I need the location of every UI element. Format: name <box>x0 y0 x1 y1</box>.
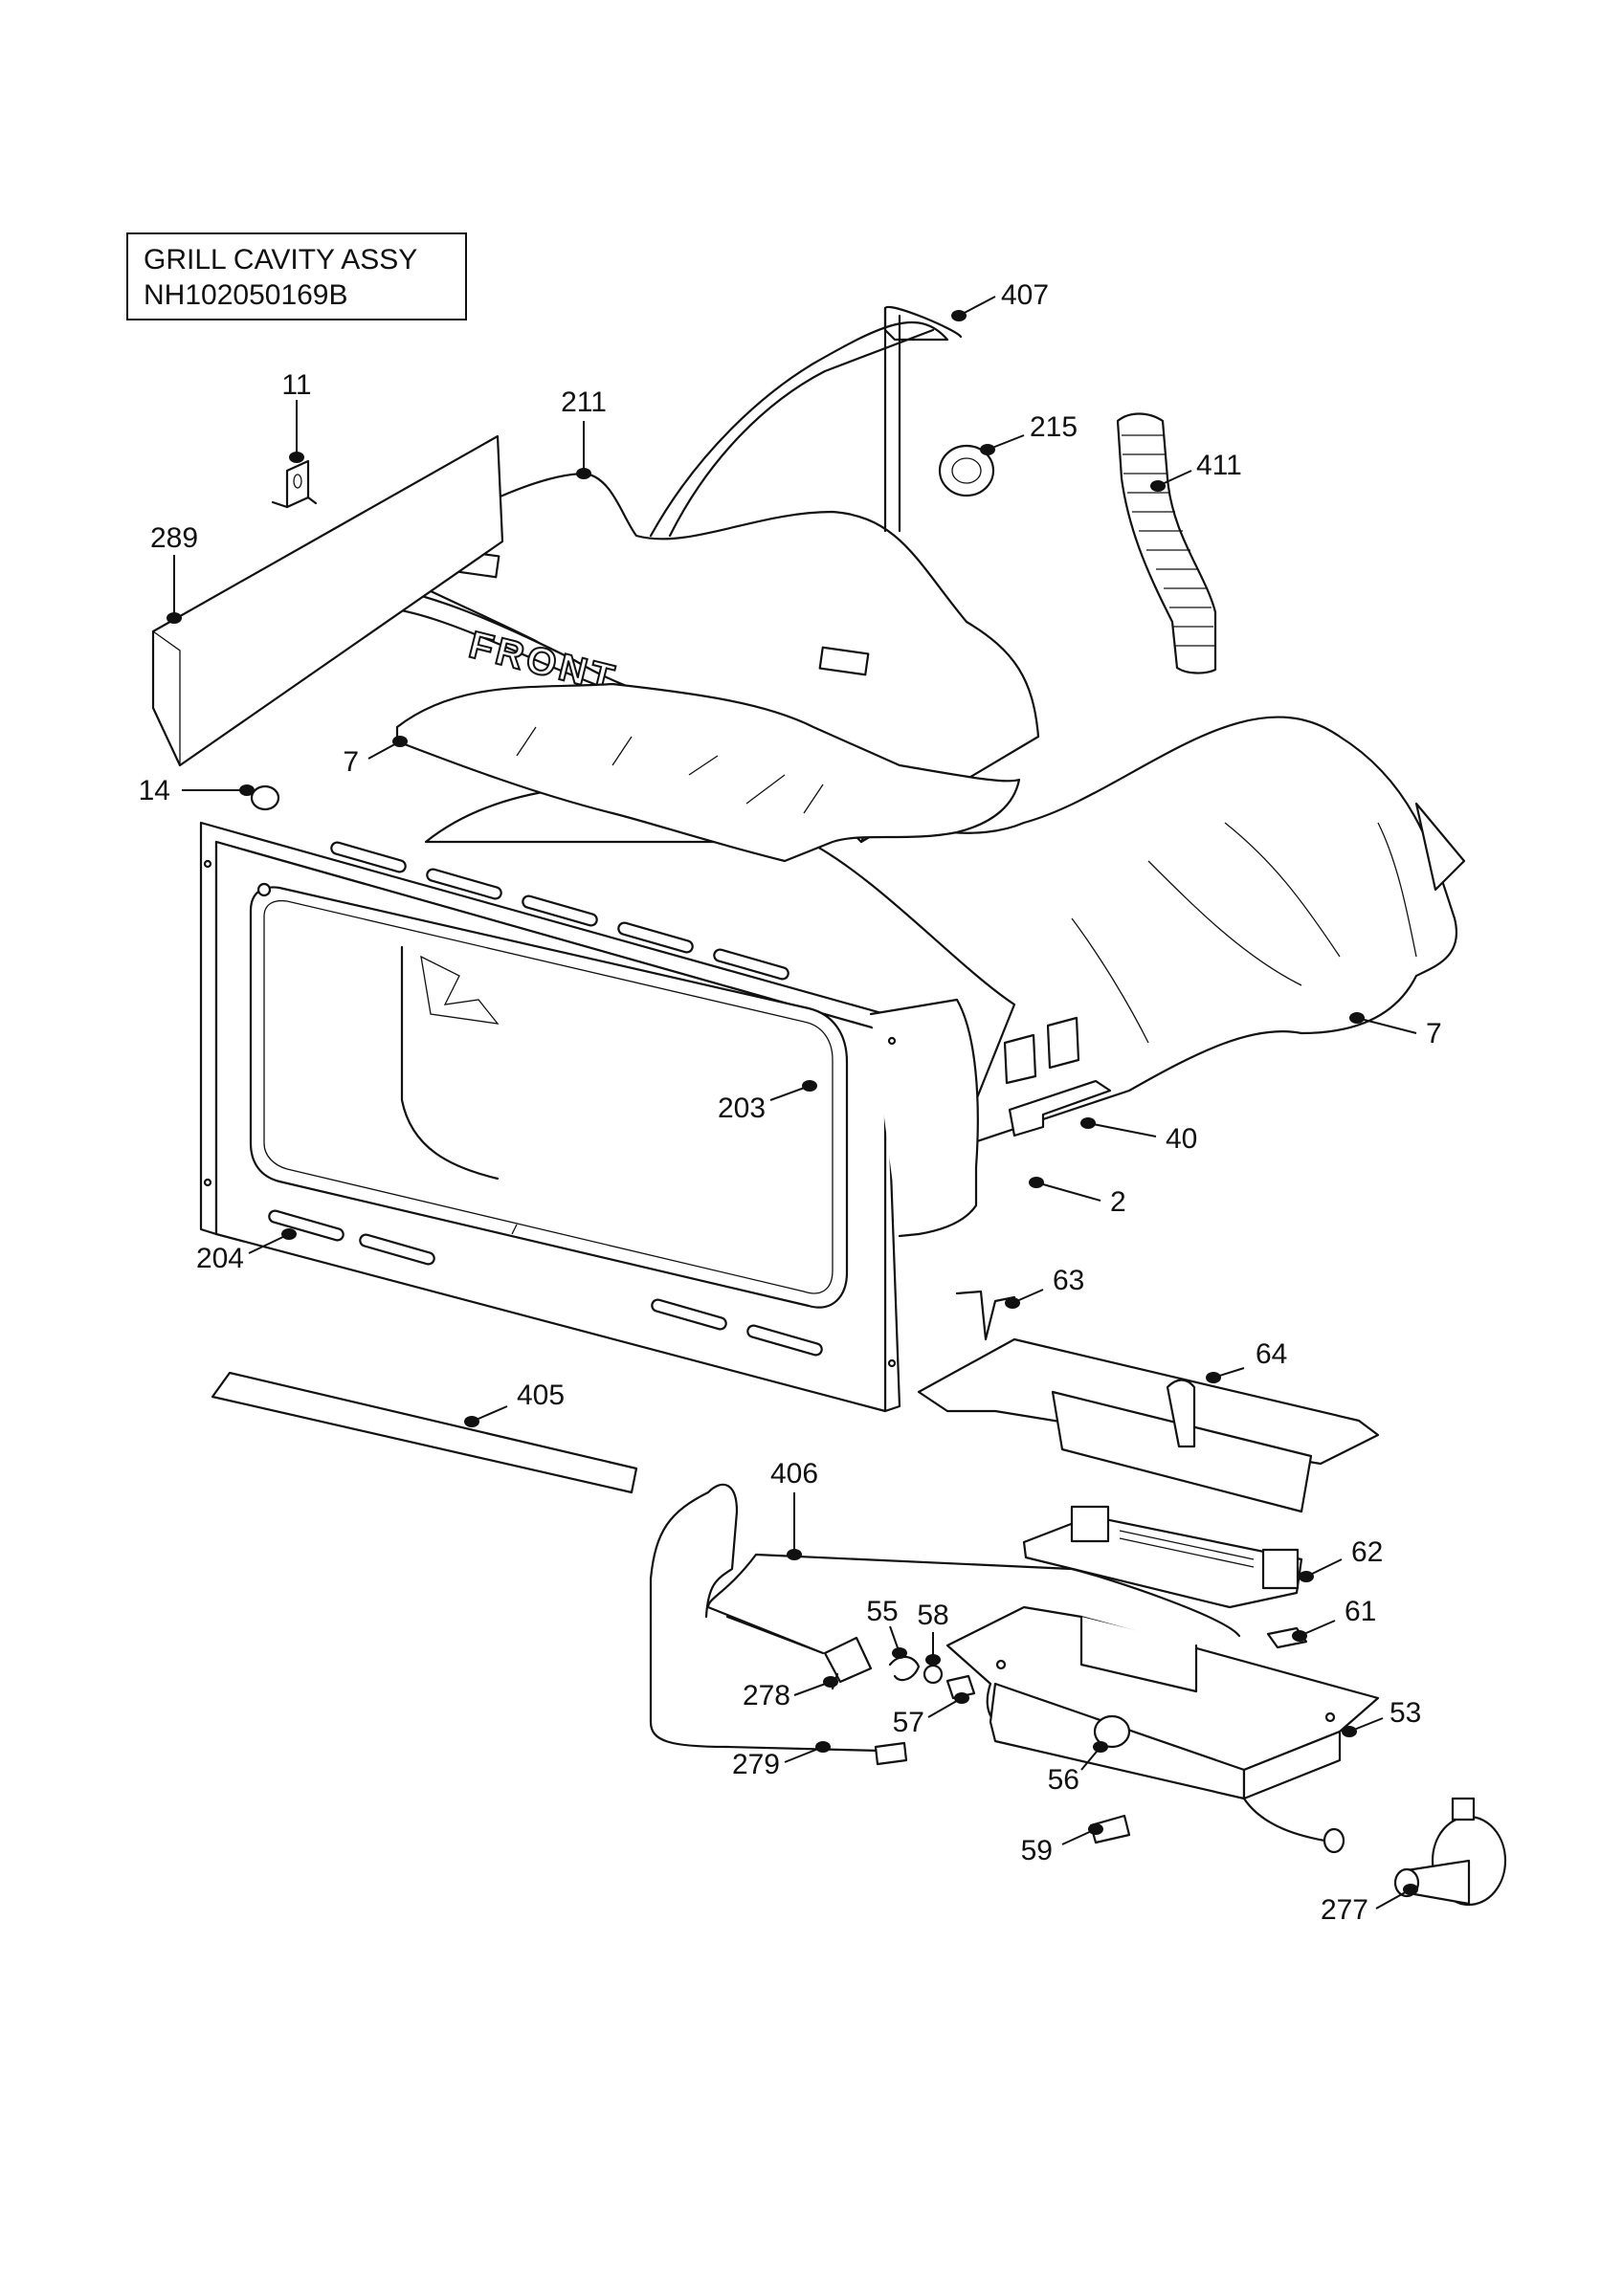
callout-dot-2 <box>1029 1177 1044 1188</box>
callout-dot-14 <box>239 784 255 796</box>
callout-dot-11 <box>289 452 304 463</box>
callout-label-278: 278 <box>743 1680 790 1711</box>
callout-dot-58 <box>925 1654 941 1666</box>
callout-dot-278 <box>823 1676 838 1688</box>
callout-label-2: 2 <box>1110 1186 1126 1218</box>
callout-label-63: 63 <box>1053 1265 1084 1296</box>
callout-dot-204 <box>281 1228 297 1240</box>
callout-label-279: 279 <box>732 1749 780 1780</box>
callout-label-11: 11 <box>281 369 311 401</box>
ignition-line <box>706 1553 1241 1655</box>
burner-box <box>945 1605 1380 1800</box>
callout-label-7: 7 <box>1426 1018 1442 1049</box>
callout-label-14: 14 <box>139 775 170 806</box>
spring-clip <box>955 1290 1016 1341</box>
callout-dot-57 <box>954 1692 969 1704</box>
callout-label-58: 58 <box>917 1600 948 1631</box>
callout-dot-407 <box>951 310 967 321</box>
insulation-pad-upper <box>395 682 1021 863</box>
callout-dot-277 <box>1403 1884 1418 1895</box>
callout-label-406: 406 <box>770 1458 818 1490</box>
burner-shield <box>917 1337 1380 1513</box>
spark-electrode <box>1089 1814 1131 1844</box>
gas-pipe <box>1242 1797 1332 1843</box>
callout-dot-64 <box>1206 1372 1221 1383</box>
callout-leader-7 <box>1356 1017 1417 1034</box>
callout-dot-62 <box>1299 1571 1314 1582</box>
callout-label-407: 407 <box>1001 279 1049 311</box>
callout-label-215: 215 <box>1030 411 1078 443</box>
callout-dot-289 <box>167 612 182 624</box>
callout-dot-56 <box>1093 1741 1108 1753</box>
assembly-title: GRILL CAVITY ASSY <box>144 244 418 276</box>
washer-58 <box>923 1664 944 1685</box>
connector-279 <box>874 1741 908 1766</box>
thermocouple-wire <box>649 1483 882 1753</box>
callout-group: 407 11 211 215 411 289 7 14 7 203 40 2 204 63 64 405 406… <box>139 279 1442 1926</box>
callout-label-405: 405 <box>517 1380 565 1411</box>
callout-label-61: 61 <box>1345 1596 1376 1627</box>
clip-55 <box>888 1655 921 1682</box>
callout-dot-279 <box>815 1741 831 1753</box>
callout-label-55: 55 <box>866 1596 898 1627</box>
injector-57 <box>945 1674 976 1700</box>
heater-element-rod <box>649 305 963 538</box>
angle-strip <box>211 1371 638 1494</box>
callout-leader-2 <box>1035 1181 1101 1202</box>
callout-label-56: 56 <box>1048 1764 1079 1796</box>
callout-label-277: 277 <box>1321 1894 1368 1926</box>
callout-label-411: 411 <box>1196 450 1242 481</box>
small-bracket <box>1008 1079 1112 1137</box>
callout-dot-40 <box>1080 1117 1096 1129</box>
callout-dot-405 <box>464 1416 479 1427</box>
title-box: GRILL CAVITY ASSY NH102050169B <box>126 232 467 320</box>
mounting-bracket <box>271 459 318 509</box>
grommet <box>938 444 995 497</box>
callout-dot-7 <box>1349 1012 1365 1024</box>
cavity-frame <box>199 821 1080 1413</box>
callout-label-203: 203 <box>718 1093 766 1124</box>
callout-dot-61 <box>1292 1630 1307 1642</box>
callout-label-62: 62 <box>1351 1536 1383 1568</box>
callout-dot-55 <box>892 1647 907 1659</box>
callout-dot-411 <box>1150 480 1166 492</box>
pipe-nut <box>1323 1827 1345 1854</box>
callout-label-57: 57 <box>893 1707 924 1738</box>
plug-button <box>250 784 280 811</box>
callout-dot-203 <box>802 1080 817 1092</box>
flexible-duct <box>1116 412 1217 674</box>
callout-dot-59 <box>1088 1823 1103 1835</box>
callout-leader-40 <box>1087 1122 1157 1137</box>
callout-label-59: 59 <box>1021 1835 1053 1866</box>
callout-dot-53 <box>1342 1726 1357 1737</box>
callout-dot-63 <box>1005 1297 1020 1309</box>
callout-leader-204 <box>248 1233 290 1254</box>
burner <box>1022 1505 1303 1609</box>
side-panel <box>151 434 504 767</box>
callout-label-40: 40 <box>1166 1123 1197 1155</box>
callout-label-204: 204 <box>196 1243 244 1274</box>
heater-element-rod-2 <box>668 306 935 538</box>
callout-label-7: 7 <box>343 746 359 778</box>
assembly-part-number: NH102050169B <box>144 279 348 311</box>
callout-label-53: 53 <box>1390 1697 1421 1729</box>
callout-label-64: 64 <box>1256 1338 1287 1370</box>
callout-dot-215 <box>980 444 995 455</box>
callout-label-289: 289 <box>150 522 198 554</box>
callout-dot-7 <box>392 736 408 747</box>
callout-dot-211 <box>576 468 591 479</box>
callout-dot-406 <box>787 1549 802 1560</box>
callout-label-211: 211 <box>561 386 607 418</box>
